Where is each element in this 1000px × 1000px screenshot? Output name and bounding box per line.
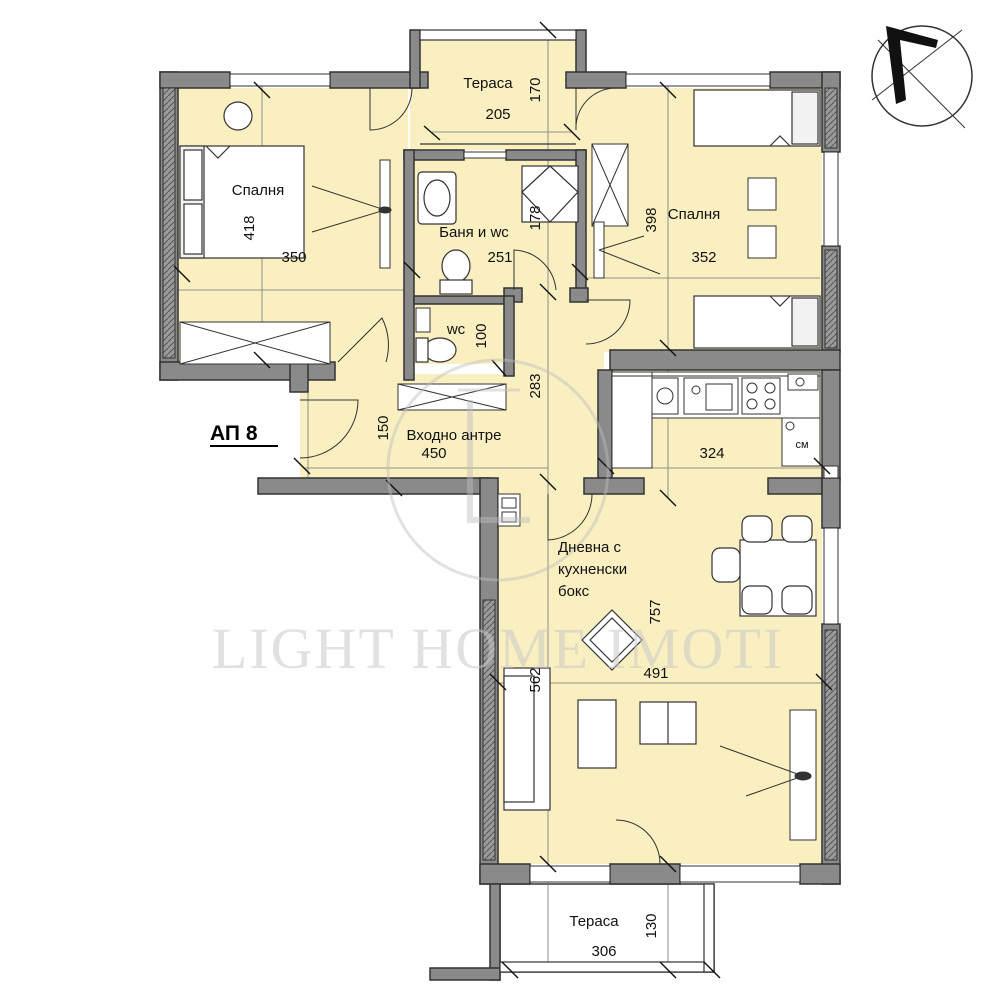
- doors: [299, 87, 661, 865]
- shower-icon: [521, 165, 579, 223]
- dim-bedroom-west-width: 350: [281, 249, 306, 266]
- apartment-label: АП 8: [210, 422, 258, 445]
- sink-icon: [683, 377, 739, 415]
- dim-bedroom-west-depth: 418: [241, 215, 258, 240]
- toilet-icon: [415, 337, 457, 363]
- dim-living-width: 491: [643, 665, 668, 682]
- terrace-south-railing: [499, 883, 715, 973]
- wardrobe-icon: [179, 321, 331, 365]
- vent-icon: [497, 493, 521, 527]
- room-name-terrace-south: Тераса: [569, 913, 619, 930]
- armchair-icon: [581, 609, 643, 671]
- nightstand-icon: [747, 177, 777, 259]
- room-name-wc: wc: [446, 321, 466, 338]
- terrace-north-railing: [419, 29, 577, 145]
- room-name-bedroom-west: Спалня: [232, 182, 284, 199]
- table-icon: [711, 515, 817, 617]
- room-labels: Тераса 205 170 Спалня 350 418 Баня и wc …: [232, 75, 809, 960]
- fridge-icon: [651, 377, 679, 415]
- dim-living-lower: 562: [527, 667, 544, 692]
- dim-bathroom-width: 251: [487, 249, 512, 266]
- coffee-table: [577, 699, 617, 769]
- room-name-entrance: Входно антре: [407, 427, 502, 444]
- dim-entrance-depth: 150: [375, 415, 392, 440]
- windows: [229, 73, 839, 883]
- ottoman-icon: [639, 701, 697, 745]
- bed-icon: [179, 145, 305, 259]
- wardrobe-icon: [591, 143, 629, 227]
- room-name-living-line2: кухненски: [558, 561, 627, 578]
- room-name-terrace-north: Тераса: [463, 75, 513, 92]
- dishwasher-area: [781, 417, 821, 467]
- kitchen-tag: см: [795, 439, 808, 451]
- watermark: [386, 358, 610, 582]
- room-name-bathroom: Баня и wc: [439, 224, 509, 241]
- tv-icon: [593, 221, 661, 279]
- watermark-text: LIGHT HOME IMOTI: [212, 616, 784, 681]
- tv-icon: [311, 159, 392, 269]
- room-name-bedroom-east: Спалня: [668, 206, 720, 223]
- room-name-living-line3: бокс: [558, 583, 590, 600]
- wardrobe-icon: [397, 383, 507, 411]
- dim-terrace-north-depth: 170: [527, 77, 544, 102]
- room-name-living-line1: Дневна с: [558, 539, 622, 556]
- plant-icon: [223, 101, 253, 131]
- dim-living-depth: 757: [647, 599, 664, 624]
- hatched-walls: [162, 87, 838, 861]
- dim-bedroom-east-depth: 398: [643, 207, 660, 232]
- dim-terrace-south-width: 306: [591, 943, 616, 960]
- compass-icon: [871, 25, 973, 129]
- sink-icon: [417, 171, 457, 225]
- floor-terrace-north: [410, 32, 586, 150]
- dimension-ticks: [173, 21, 833, 979]
- dim-terrace-south-depth: 130: [643, 913, 660, 938]
- sofa-icon: [503, 667, 551, 811]
- dim-bedroom-east-width: 352: [691, 249, 716, 266]
- toilet-icon: [439, 249, 473, 295]
- sink-icon: [415, 307, 431, 333]
- washer-icon: [787, 373, 819, 391]
- dim-kitchen-width: 324: [699, 445, 724, 462]
- stove-icon: [741, 377, 781, 415]
- bed-icon: [693, 89, 821, 349]
- dim-bathroom-depth: 178: [527, 205, 544, 230]
- dim-corridor-length: 283: [527, 373, 544, 398]
- tv-icon: [719, 709, 817, 841]
- dim-wc-depth: 100: [473, 323, 490, 348]
- dim-entrance-width: 450: [421, 445, 446, 462]
- dim-terrace-north-width: 205: [485, 106, 510, 123]
